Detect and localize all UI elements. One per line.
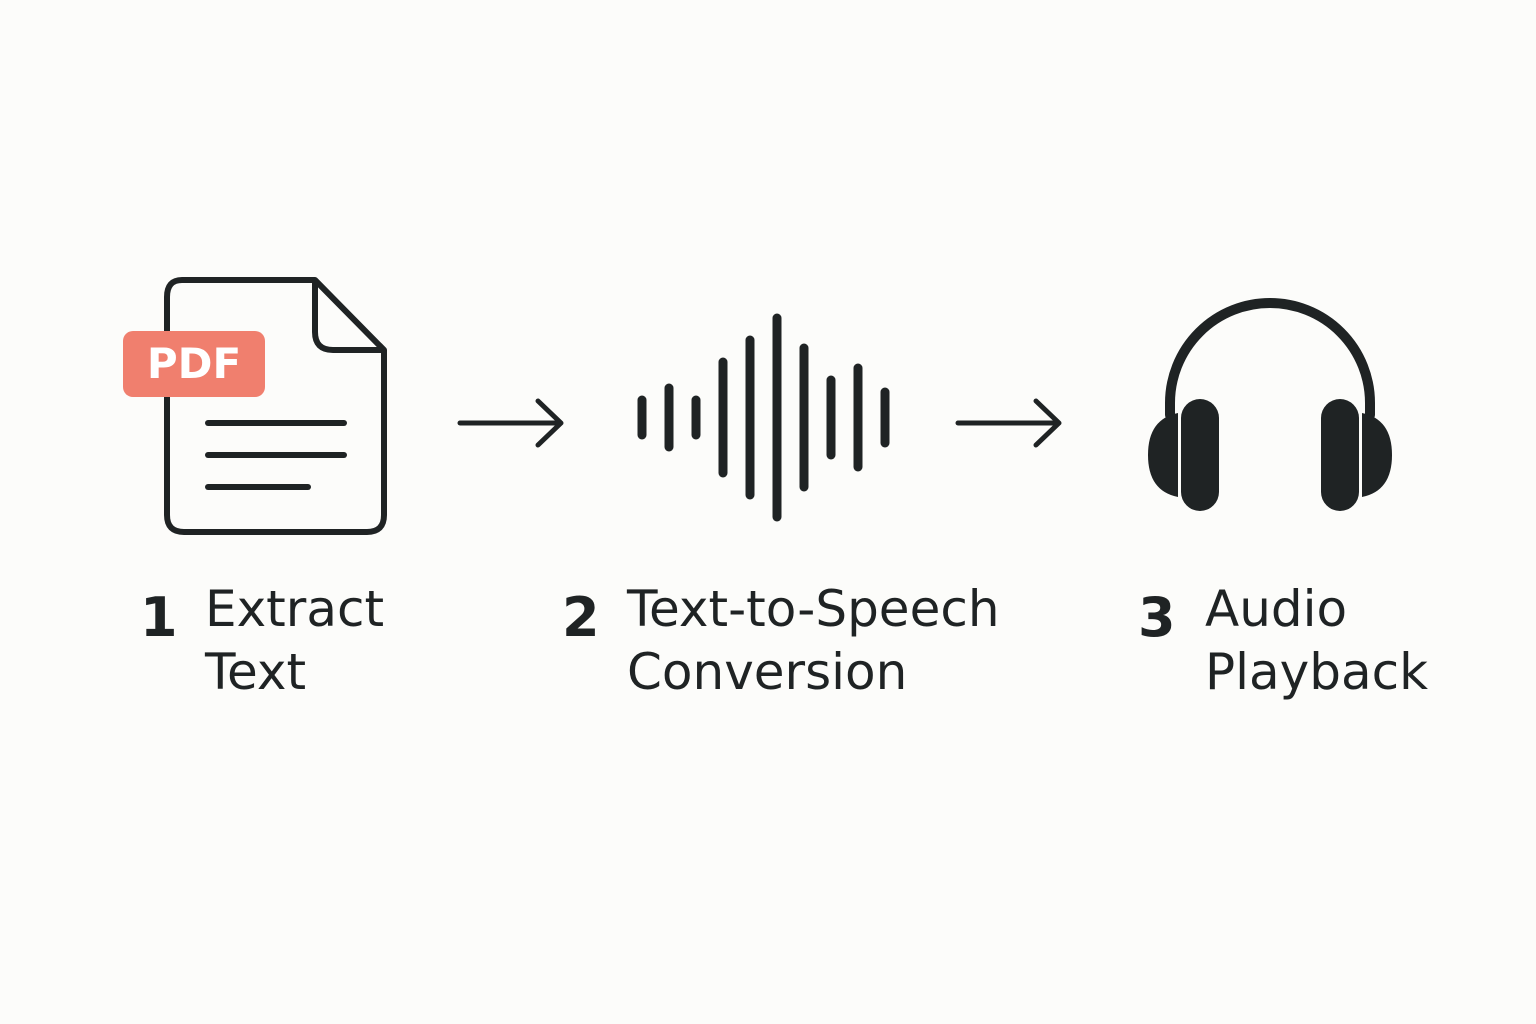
step-1-icon-group: PDF <box>110 270 400 545</box>
arrow-right-icon <box>955 398 1062 448</box>
arrow-right-icon <box>457 398 564 448</box>
step-2-label-line-2: Conversion <box>627 643 908 701</box>
step-1-label: Extract Text <box>205 578 384 704</box>
step-3-label-line-1: Audio <box>1205 580 1348 638</box>
pdf-badge: PDF <box>123 331 265 397</box>
step-1-number: 1 <box>140 586 178 649</box>
headphones-icon <box>1148 298 1392 511</box>
left-ear-cup <box>1181 399 1219 511</box>
step-1-label-line-2: Text <box>205 643 307 701</box>
right-ear-cup <box>1321 399 1359 511</box>
pdf-badge-label: PDF <box>146 339 242 388</box>
step-2-label: Text-to-Speech Conversion <box>627 578 1000 704</box>
step-3-number: 3 <box>1138 586 1176 649</box>
step-3-label: Audio Playback <box>1205 578 1428 704</box>
sound-wave-icon <box>637 313 890 522</box>
step-2-label-line-1: Text-to-Speech <box>627 580 1000 638</box>
step-1-label-line-1: Extract <box>205 580 385 638</box>
step-2-number: 2 <box>562 586 600 649</box>
pdf-document-icon <box>164 277 387 535</box>
step-3-label-line-2: Playback <box>1205 643 1429 701</box>
